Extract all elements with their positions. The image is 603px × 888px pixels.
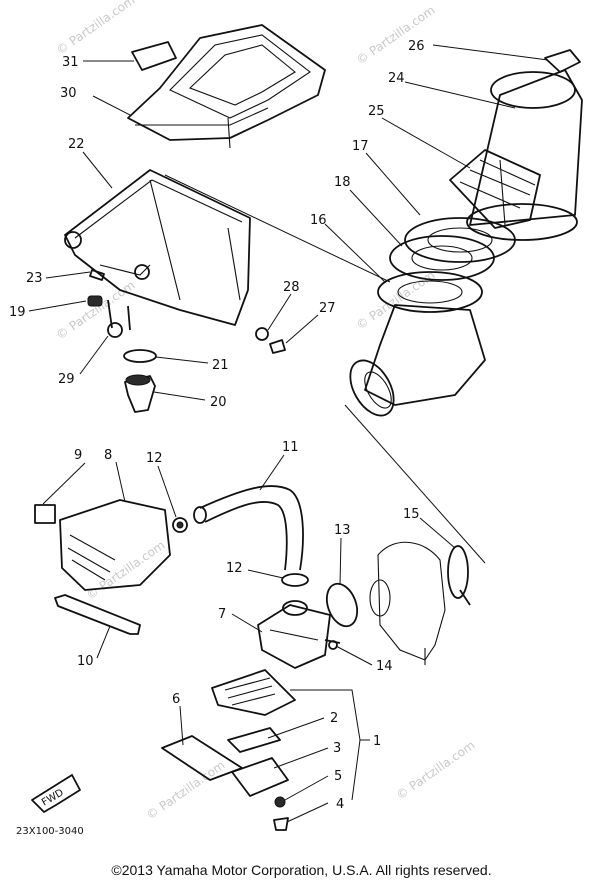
drawing-code: 23X100-3040 [16,826,84,837]
callout-15: 15 [403,507,420,522]
callout-13: 13 [334,523,351,538]
reed-assembly-drawing [161,669,296,831]
callout-29: 29 [58,372,75,387]
leader-lines [28,44,549,823]
callout-3: 3 [333,741,341,756]
callout-14: 14 [376,659,393,674]
callout-21: 21 [212,358,229,373]
strap-drawing [54,594,141,635]
callout-31: 31 [62,55,79,70]
callout-11: 11 [282,440,299,455]
air-filter-drawing [449,49,583,241]
small-parts-drawing [87,269,286,413]
hose-drawing [193,485,304,571]
fwd-label: FWD [40,787,66,808]
callout-23: 23 [26,271,43,286]
callout-2: 2 [330,711,338,726]
right-clamp-drawing [447,545,471,606]
callout-28: 28 [283,280,300,295]
callout-12-upper: 12 [146,451,163,466]
callout-25: 25 [368,104,385,119]
callout-8: 8 [104,448,112,463]
callout-24: 24 [388,71,405,86]
callout-30: 30 [60,86,77,101]
watermark: © Partzilla.com [54,278,138,343]
fwd-arrow: FWD [31,774,81,813]
clamps-drawing [281,573,359,650]
cylinder-outline-drawing [369,541,446,665]
oil-tank-drawing [34,499,188,591]
callout-20: 20 [210,395,227,410]
copyright-notice: ©2013 Yamaha Motor Corporation, U.S.A. A… [111,862,492,878]
callout-22: 22 [68,137,85,152]
watermark: © Partzilla.com [354,3,438,68]
intake-joint-drawing [349,217,516,417]
reed-valve-drawing [257,600,331,669]
watermark: © Partzilla.com [394,738,478,803]
callout-9: 9 [74,448,82,463]
callout-1: 1 [373,734,381,749]
callout-6: 6 [172,692,180,707]
callout-27: 27 [319,301,336,316]
callout-12-lower: 12 [226,561,243,576]
watermarks: © Partzilla.com © Partzilla.com © Partzi… [54,0,478,822]
callout-17: 17 [352,139,369,154]
callout-16: 16 [310,213,327,228]
callout-5: 5 [334,769,342,784]
airbox-cover-drawing [127,24,326,149]
callout-19: 19 [9,305,26,320]
callout-numbers: 1 2 3 4 5 6 7 8 9 10 11 12 12 13 14 15 1… [9,39,425,812]
alignment-line [344,404,486,564]
callout-7: 7 [218,607,226,622]
callout-18: 18 [334,175,351,190]
callout-4: 4 [336,797,344,812]
watermark: © Partzilla.com [144,758,228,823]
callout-26: 26 [408,39,425,54]
watermark: © Partzilla.com [54,0,138,57]
alignment-line [164,174,391,283]
callout-10: 10 [77,654,94,669]
